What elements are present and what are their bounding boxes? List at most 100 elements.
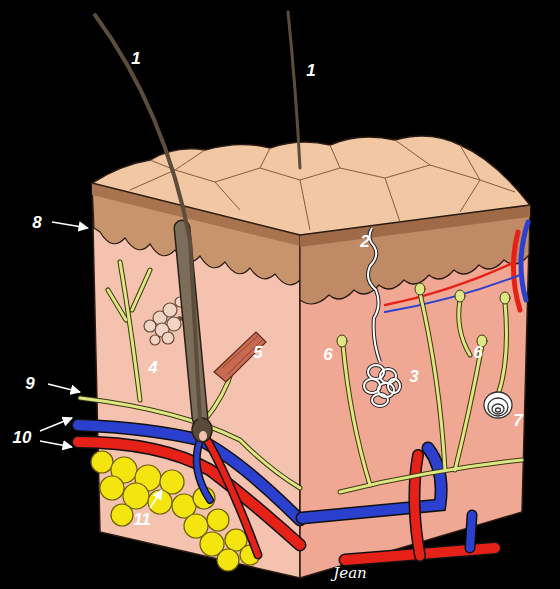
nerves: [108, 290, 126, 320]
leader-arrows: [40, 441, 72, 447]
fat-lobules: [100, 476, 124, 500]
nerves: [420, 293, 445, 470]
sweat-gland: [364, 228, 400, 406]
nerves: [120, 262, 140, 400]
nerves: [498, 302, 506, 395]
callout-number: 6: [323, 346, 332, 363]
sweat-gland: [372, 394, 388, 406]
callout-number: 1: [131, 50, 140, 67]
nerves: [80, 262, 522, 492]
blood-vessels: [78, 442, 300, 545]
callout-number: 7: [513, 412, 522, 429]
nerves: [337, 335, 347, 347]
callout-number: 5: [253, 344, 262, 361]
sweat-gland: [388, 379, 400, 393]
dermis: [300, 205, 530, 578]
nerves: [500, 292, 510, 304]
fat-lobules: [91, 451, 113, 473]
sebaceous-gland: [162, 332, 174, 344]
pacinian-corpuscle: [496, 408, 501, 412]
nerves: [132, 270, 150, 310]
skin-surface: [300, 180, 310, 230]
hair-follicle: [95, 15, 200, 420]
nerves: [455, 345, 482, 470]
skin-surface: [395, 140, 430, 165]
nerves: [455, 345, 482, 470]
callout-number: 4: [148, 359, 157, 376]
leader-arrows: [40, 222, 162, 508]
blood-vessels: [78, 442, 300, 545]
arrector-muscle: [222, 336, 262, 374]
dermis: [92, 183, 530, 578]
sebaceous-gland: [150, 335, 160, 345]
pacinian-corpuscle: [484, 392, 512, 418]
sweat-gland: [368, 228, 380, 362]
nerves: [455, 290, 465, 302]
callout-number: 9: [25, 375, 34, 392]
skin-surface: [175, 150, 205, 170]
nerves: [337, 283, 510, 347]
sweat-gland: [368, 228, 380, 362]
nerves: [420, 293, 445, 470]
blood-vessels: [206, 438, 258, 555]
arrector-muscle: [214, 332, 266, 382]
blood-vessels: [414, 455, 420, 556]
callout-number: 8: [32, 214, 41, 231]
hair-follicle: [95, 12, 300, 442]
callout-number: 3: [409, 368, 418, 385]
fat-lobules: [217, 549, 239, 571]
nerves: [498, 302, 506, 395]
skin-surface: [130, 140, 515, 230]
sweat-gland: [364, 365, 400, 406]
skin-surface: [260, 148, 270, 168]
nerves: [80, 398, 300, 488]
callout-number: 6: [473, 344, 482, 361]
callout-number: 10: [13, 429, 32, 446]
hair-follicle: [288, 12, 300, 168]
sweat-gland: [364, 365, 400, 406]
nerves: [459, 300, 470, 355]
skin-surface: [215, 182, 240, 210]
blood-vessels: [206, 438, 258, 555]
pacinian-corpuscle: [488, 398, 508, 416]
sweat-gland: [380, 369, 396, 383]
blood-vessels: [521, 222, 528, 300]
callout-number: 1: [306, 62, 315, 79]
nerves: [80, 262, 522, 492]
skin-surface: [460, 180, 480, 212]
leader-arrows: [52, 222, 88, 228]
nerves: [80, 262, 522, 492]
pacinian-corpuscle: [484, 392, 512, 418]
nerves: [108, 290, 126, 320]
nerves: [415, 283, 425, 295]
callout-number: 11: [133, 511, 151, 528]
blood-vessels: [78, 222, 528, 560]
blood-vessels: [385, 275, 520, 312]
nerves: [343, 345, 370, 485]
blood-vessels: [470, 515, 472, 548]
fat-lobules: [148, 490, 172, 514]
sebaceous-gland: [144, 320, 156, 332]
nerves: [132, 270, 150, 310]
skin-surface: [92, 136, 530, 235]
pacinian-corpuscle: [492, 404, 504, 414]
skin-surface: [330, 145, 340, 168]
nerves: [343, 345, 370, 485]
skin-surface: [460, 145, 515, 192]
nerves: [120, 262, 140, 400]
skin-surface: [130, 165, 480, 190]
signature: Jean: [333, 566, 367, 581]
blood-vessels: [470, 515, 472, 548]
nerves: [80, 398, 300, 488]
fat-lobules: [111, 504, 133, 526]
sebaceous-gland: [163, 303, 177, 317]
hair-follicle: [199, 431, 207, 441]
skin-surface: [92, 136, 530, 235]
blood-vessels: [414, 455, 420, 556]
leader-arrows: [150, 490, 162, 508]
arrector-muscle: [214, 332, 266, 382]
skin-surface: [385, 178, 400, 222]
nerves: [459, 300, 470, 355]
hair-follicle: [192, 418, 212, 442]
